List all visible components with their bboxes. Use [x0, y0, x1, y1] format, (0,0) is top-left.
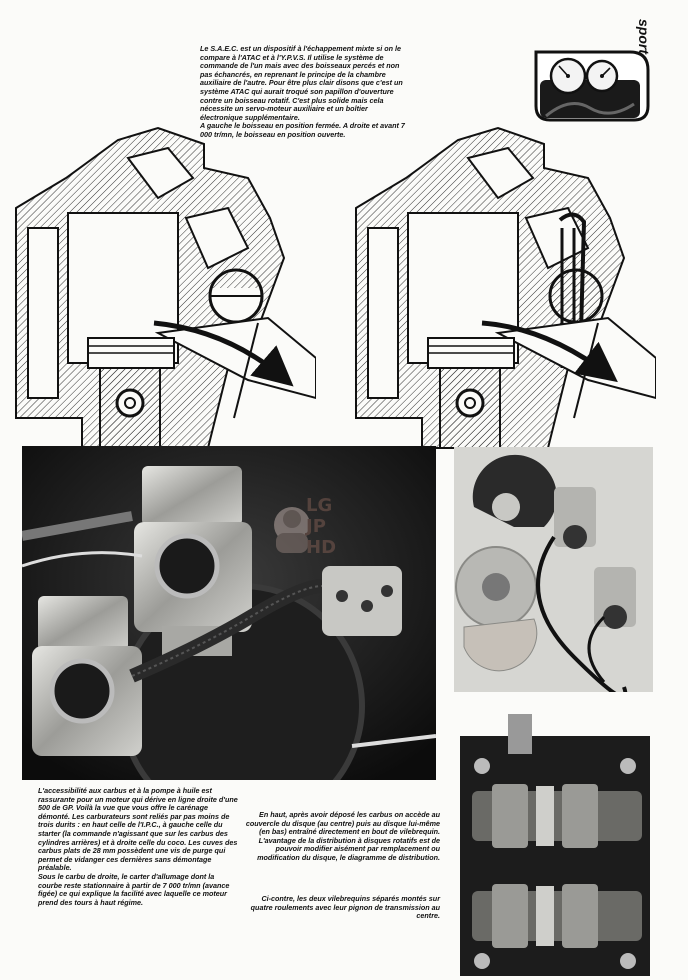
cylinder-diagram-valve-closed — [8, 118, 316, 456]
watermark-line: LG — [306, 495, 333, 516]
watermark-line: JP — [306, 516, 326, 537]
watermark-line: HD — [306, 537, 337, 558]
photo-rotary-discs — [454, 447, 653, 692]
watermark-logo: LG JP HD — [270, 495, 340, 560]
caption-crankshafts: Ci-contre, les deux vilebrequins séparés… — [250, 894, 440, 921]
gauges-badge-icon: sport — [530, 19, 654, 124]
caption-discs: En haut, après avoir déposé les carbus o… — [245, 810, 440, 862]
cylinder-diagram-valve-open — [348, 118, 656, 456]
caption-saec: Le S.A.E.C. est un dispositif à l'échapp… — [200, 44, 405, 139]
badge-label: sport — [636, 19, 652, 54]
photo-crankshafts — [452, 706, 654, 978]
photo-carburettors — [22, 446, 436, 780]
caption-carburettors: L'accessibilité aux carbus et à la pompe… — [38, 786, 238, 907]
